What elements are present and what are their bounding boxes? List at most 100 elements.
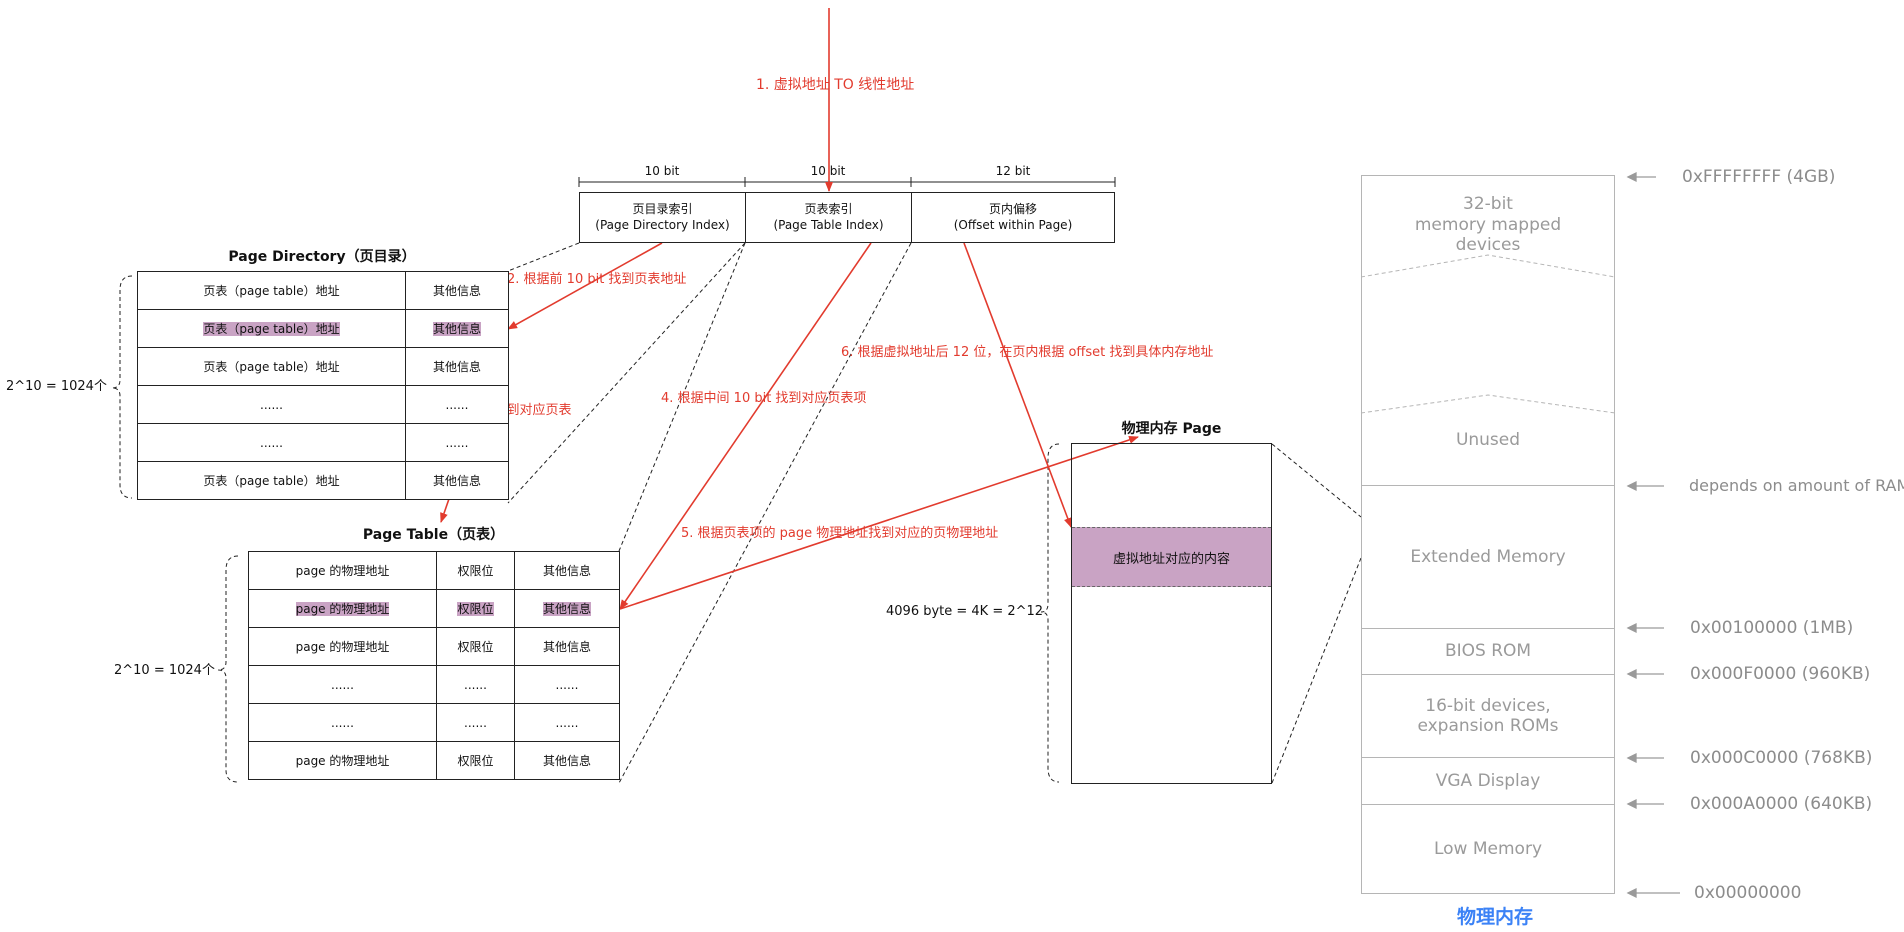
page-table-count: 2^10 = 1024个 (114, 663, 215, 678)
cell: ...... (514, 703, 620, 742)
bits-label-3: 12 bit (995, 164, 1031, 178)
dashed-guides (111, 242, 1616, 784)
arrow-step-6 (963, 242, 1072, 528)
step-5-label: 5. 根据页表项的 page 物理地址找到对应的页物理地址 (681, 526, 999, 541)
table-row: 页表（page table）地址其他信息 (137, 271, 509, 310)
cell: 其他信息 (405, 347, 509, 386)
table-row: page 的物理地址权限位其他信息 (248, 551, 620, 590)
cell: ...... (436, 703, 515, 742)
memory-divider (1361, 804, 1615, 805)
region-low-memory: Low Memory (1433, 838, 1543, 859)
cell: 其他信息 (514, 741, 620, 780)
cell: ...... (248, 665, 437, 704)
table-row: page 的物理地址权限位其他信息 (248, 741, 620, 780)
table-row-highlighted: 页表（page table）地址其他信息 (137, 309, 509, 348)
cell: ...... (436, 665, 515, 704)
step-6-label: 6. 根据虚拟地址后 12 位，在页内根据 offset 找到具体内存地址 (841, 345, 1214, 360)
table-row: 页表（page table）地址其他信息 (137, 461, 509, 500)
cell: 页表（page table）地址 (137, 461, 406, 500)
offset-field: 页内偏移(Offset within Page) (911, 192, 1115, 243)
page-directory-table: 页表（page table）地址其他信息 页表（page table）地址其他信… (137, 271, 509, 500)
cell: ...... (248, 703, 437, 742)
region-vga-display: VGA Display (1435, 770, 1541, 791)
cell: ...... (137, 423, 406, 462)
table-row: .................. (248, 665, 620, 704)
page-directory-index-field: 页目录索引(Page Directory Index) (579, 192, 746, 243)
physical-page-title: 物理内存 Page (1121, 421, 1222, 437)
table-row-highlighted: page 的物理地址权限位其他信息 (248, 589, 620, 628)
address-1mb: 0x00100000 (1MB) (1690, 618, 1854, 638)
cell: ...... (514, 665, 620, 704)
address-ram-amount: depends on amount of RAM (1689, 476, 1904, 495)
step-2-label: 2. 根据前 10 bit 找到页表地址 (507, 272, 687, 287)
memory-divider (1361, 628, 1615, 629)
cell: 权限位 (436, 627, 515, 666)
field-cn-label: 页内偏移 (988, 201, 1037, 216)
physical-page-box (1071, 443, 1272, 784)
bits-label-2: 10 bit (810, 164, 846, 178)
region-bios-rom: BIOS ROM (1444, 641, 1532, 662)
cell: ...... (405, 423, 509, 462)
region-extended-memory: Extended Memory (1410, 546, 1566, 567)
cell: 页表（page table）地址 (137, 309, 406, 348)
table-row: ............ (137, 385, 509, 424)
cell: page 的物理地址 (248, 551, 437, 590)
region-16bit-devices: 16-bit devices, expansion ROMs (1417, 695, 1559, 736)
address-960kb: 0x000F0000 (960KB) (1690, 664, 1871, 684)
field-en-label: (Page Directory Index) (595, 217, 730, 232)
cell: page 的物理地址 (248, 589, 437, 628)
memory-divider (1361, 485, 1615, 486)
bit-brackets (578, 177, 1116, 187)
memory-divider (1361, 757, 1615, 758)
field-cn-label: 页目录索引 (632, 201, 693, 216)
bits-label-1: 10 bit (644, 164, 680, 178)
address-640kb: 0x000A0000 (640KB) (1690, 794, 1873, 814)
cell: 其他信息 (514, 589, 620, 628)
flow-arrows (440, 8, 1139, 610)
region-32bit-devices: 32-bit memory mapped devices (1414, 194, 1562, 256)
arrow-step-4 (619, 242, 872, 610)
arrow-step-5 (619, 436, 1139, 610)
region-unused: Unused (1455, 429, 1521, 450)
cell: 页表（page table）地址 (137, 271, 406, 310)
page-directory-count: 2^10 = 1024个 (6, 379, 107, 394)
field-en-label: (Offset within Page) (953, 217, 1073, 232)
cell: 权限位 (436, 741, 515, 780)
field-cn-label: 页表索引 (804, 201, 853, 216)
cell: 其他信息 (405, 271, 509, 310)
cell: 其他信息 (514, 627, 620, 666)
cell: 权限位 (436, 589, 515, 628)
step-1-label: 1. 虚拟地址 TO 线性地址 (756, 77, 915, 93)
cell: ...... (137, 385, 406, 424)
cell: 其他信息 (405, 461, 509, 500)
page-table-table: page 的物理地址权限位其他信息 page 的物理地址权限位其他信息 page… (248, 551, 620, 780)
memory-map-title: 物理内存 (1457, 906, 1534, 928)
cell: ...... (405, 385, 509, 424)
field-en-label: (Page Table Index) (773, 217, 884, 232)
cell: page 的物理地址 (248, 741, 437, 780)
page-table-index-field: 页表索引(Page Table Index) (745, 192, 912, 243)
cell: 其他信息 (405, 309, 509, 348)
cell: 其他信息 (514, 551, 620, 590)
cell: 权限位 (436, 551, 515, 590)
target-content-region: 虚拟地址对应的内容 (1072, 527, 1271, 587)
address-768kb: 0x000C0000 (768KB) (1690, 748, 1873, 768)
table-row: ............ (137, 423, 509, 462)
cell: page 的物理地址 (248, 627, 437, 666)
target-content-label: 虚拟地址对应的内容 (1112, 551, 1230, 567)
memory-divider (1361, 674, 1615, 675)
address-4gb: 0xFFFFFFFF (4GB) (1682, 167, 1836, 187)
memory-address-arrows (1626, 171, 1680, 899)
step-4-label: 4. 根据中间 10 bit 找到对应页表项 (661, 391, 867, 406)
physical-page-size: 4096 byte = 4K = 2^12 (886, 604, 1044, 619)
cell: 页表（page table）地址 (137, 347, 406, 386)
arrow-step-2 (507, 242, 663, 330)
page-directory-title: Page Directory（页目录） (228, 249, 416, 265)
page-table-title: Page Table（页表） (362, 527, 505, 543)
memory-map (1361, 175, 1615, 894)
table-row: 页表（page table）地址其他信息 (137, 347, 509, 386)
table-row: .................. (248, 703, 620, 742)
address-zero: 0x00000000 (1694, 883, 1802, 903)
